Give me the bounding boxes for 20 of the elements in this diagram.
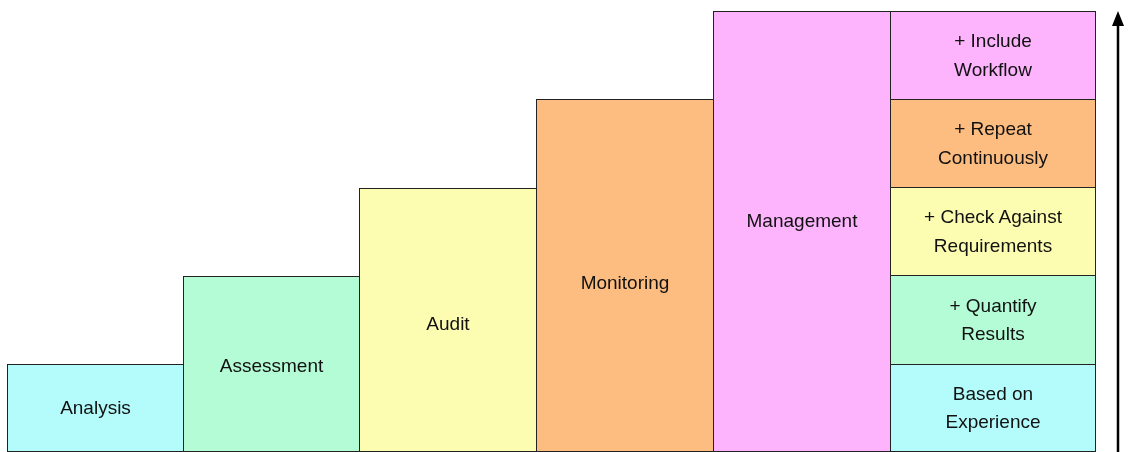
step-label: Assessment	[219, 353, 324, 378]
feature-label: Based on Experience	[944, 381, 1042, 434]
feature-label: + Check Against Requirements	[923, 205, 1063, 258]
feature-box	[890, 364, 1096, 452]
feature-box	[890, 11, 1096, 100]
stair-step-box	[536, 99, 714, 452]
stair-step-box	[713, 11, 891, 452]
step-label: Management	[746, 209, 858, 234]
feature-label: + Repeat Continuously	[937, 117, 1049, 170]
feature-label: + Quantify Results	[948, 293, 1038, 346]
stair-step-box	[359, 188, 537, 452]
step-label: Audit	[426, 311, 470, 336]
feature-box	[890, 187, 1096, 276]
stair-step-box	[183, 276, 360, 452]
feature-box	[890, 99, 1096, 188]
feature-box	[890, 275, 1096, 365]
feature-label: + Include Workflow	[953, 29, 1033, 82]
step-label: Monitoring	[580, 271, 670, 296]
stair-step-box	[7, 364, 184, 452]
step-label: Analysis	[60, 395, 131, 420]
